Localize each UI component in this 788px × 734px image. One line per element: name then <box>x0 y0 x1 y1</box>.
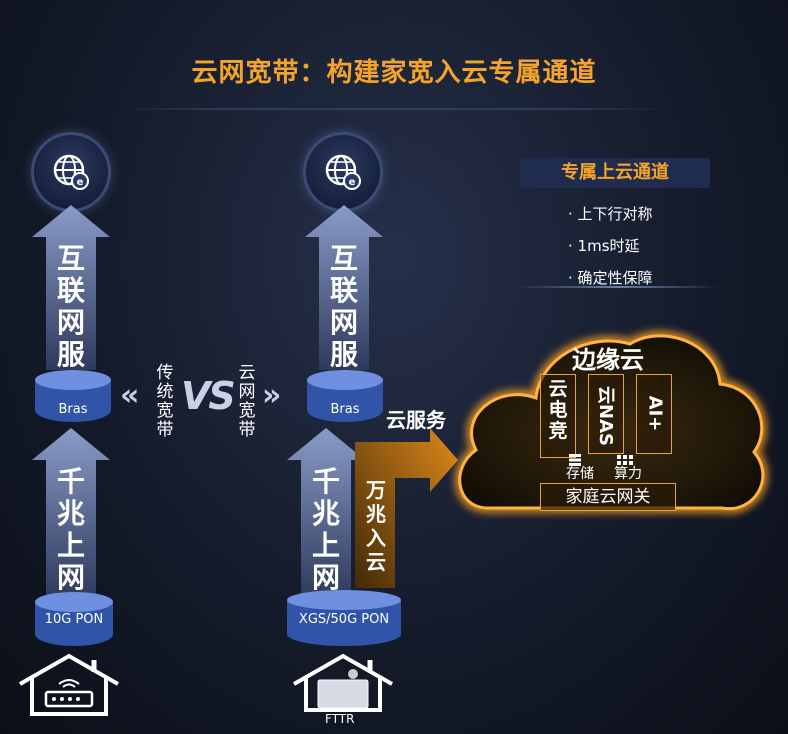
upper-arrow-left <box>32 205 110 370</box>
internet-globe-icon-left: e <box>34 135 108 209</box>
home-cloud-gateway: 家庭云网关 <box>540 483 676 511</box>
lower-arrow-label-right: 千兆上网 <box>311 465 340 594</box>
storage-icon <box>569 454 581 466</box>
pon-label-left: 10G PON <box>44 612 104 627</box>
bras-label-right: Bras <box>330 402 360 417</box>
bras-disk-left <box>35 370 111 422</box>
pon-disk-left <box>35 592 113 646</box>
features-heading: 专属上云通道 <box>520 158 710 188</box>
house-router-icon <box>19 653 119 716</box>
feature-item: · 1ms时延 <box>568 237 640 255</box>
lower-arrow-left <box>32 428 110 598</box>
feature-item: · 确定性保障 <box>568 269 653 287</box>
side-label-right: 云网宽带 <box>238 363 256 440</box>
edge-cloud-title: 边缘云 <box>572 346 644 374</box>
app-label: 云电竞 <box>548 378 568 442</box>
side-label-left: 传统宽带 <box>156 363 174 440</box>
features-divider <box>515 286 720 288</box>
feature-item: · 上下行对称 <box>568 205 653 223</box>
app-label: 云NAS <box>595 386 616 446</box>
house-fttr-icon <box>293 653 393 712</box>
app-box-ai: AI+ <box>636 374 672 454</box>
vs-label: VS <box>181 374 236 418</box>
chevron-left-icon: « <box>120 378 140 413</box>
svg-text:e: e <box>77 177 84 188</box>
storage-label: 存储 <box>566 466 594 482</box>
internet-globe-icon-right: e <box>306 135 380 209</box>
bras-disk-right <box>307 370 383 422</box>
compute-icon <box>617 455 633 465</box>
fttr-label: FTTR <box>325 712 355 726</box>
app-box-cloud-nas: 云NAS <box>588 374 624 454</box>
app-box-cloud-gaming: 云电竞 <box>540 374 576 458</box>
pon-disk-right <box>287 590 401 646</box>
lower-arrow-label-left: 千兆上网 <box>56 465 85 594</box>
upper-arrow-right <box>305 205 383 370</box>
chevron-right-icon: » <box>262 378 282 413</box>
compute-label: 算力 <box>614 466 642 482</box>
svg-text:e: e <box>349 177 356 188</box>
bras-label-left: Bras <box>58 402 88 417</box>
page-title: 云网宽带：构建家宽入云专属通道 <box>191 58 597 88</box>
pon-label-right: XGS/50G PON <box>298 612 390 627</box>
app-label: AI+ <box>644 395 666 432</box>
wanzhao-label: 万兆入云 <box>366 478 386 574</box>
title-divider <box>120 108 668 110</box>
cloud-service-label: 云服务 <box>386 408 446 432</box>
cloud-connector-arrow <box>355 428 458 588</box>
lower-arrow-right <box>287 428 365 598</box>
